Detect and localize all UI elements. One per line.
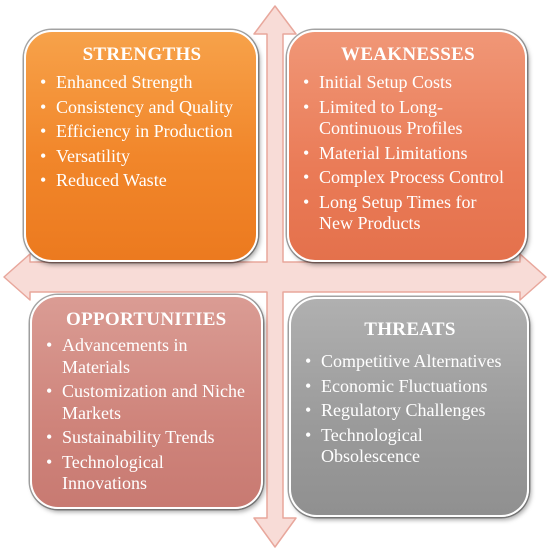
list-item: Reduced Waste xyxy=(40,170,244,192)
list-item: Sustainability Trends xyxy=(46,427,249,449)
list-item: Efficiency in Production xyxy=(40,121,244,143)
weaknesses-list: Initial Setup Costs Limited to Long-Cont… xyxy=(303,72,513,235)
weaknesses-quadrant: WEAKNESSES Initial Setup Costs Limited t… xyxy=(287,30,527,262)
list-item: Complex Process Control xyxy=(303,167,513,189)
opportunities-title: OPPORTUNITIES xyxy=(66,309,227,330)
strengths-quadrant: STRENGTHS Enhanced Strength Consistency … xyxy=(24,30,258,262)
opportunities-list: Advancements in Materials Customization … xyxy=(46,335,249,495)
list-item: Advancements in Materials xyxy=(46,335,249,378)
list-item: Competitive Alternatives xyxy=(305,351,515,373)
list-item: Consistency and Quality xyxy=(40,97,244,119)
list-item: Economic Fluctuations xyxy=(305,376,515,398)
list-item: Regulatory Challenges xyxy=(305,400,515,422)
strengths-list: Enhanced Strength Consistency and Qualit… xyxy=(40,72,244,192)
cross-arrow-shape xyxy=(3,5,547,548)
list-item: Enhanced Strength xyxy=(40,72,244,94)
list-item: Technological Innovations xyxy=(46,452,249,495)
list-item: Material Limitations xyxy=(303,143,513,165)
list-item: Long Setup Times for New Products xyxy=(303,192,513,235)
threats-list: Competitive Alternatives Economic Fluctu… xyxy=(305,351,515,468)
list-item: Initial Setup Costs xyxy=(303,72,513,94)
list-item: Versatility xyxy=(40,146,244,168)
threats-quadrant: THREATS Competitive Alternatives Economi… xyxy=(289,297,529,517)
strengths-title: STRENGTHS xyxy=(82,44,202,65)
list-item: Limited to Long-Continuous Profiles xyxy=(303,97,513,140)
weaknesses-title: WEAKNESSES xyxy=(341,44,475,65)
opportunities-quadrant: OPPORTUNITIES Advancements in Materials … xyxy=(30,295,263,509)
list-item: Customization and Niche Markets xyxy=(46,381,249,424)
threats-title: THREATS xyxy=(364,319,456,340)
list-item: Technological Obsolescence xyxy=(305,425,515,468)
